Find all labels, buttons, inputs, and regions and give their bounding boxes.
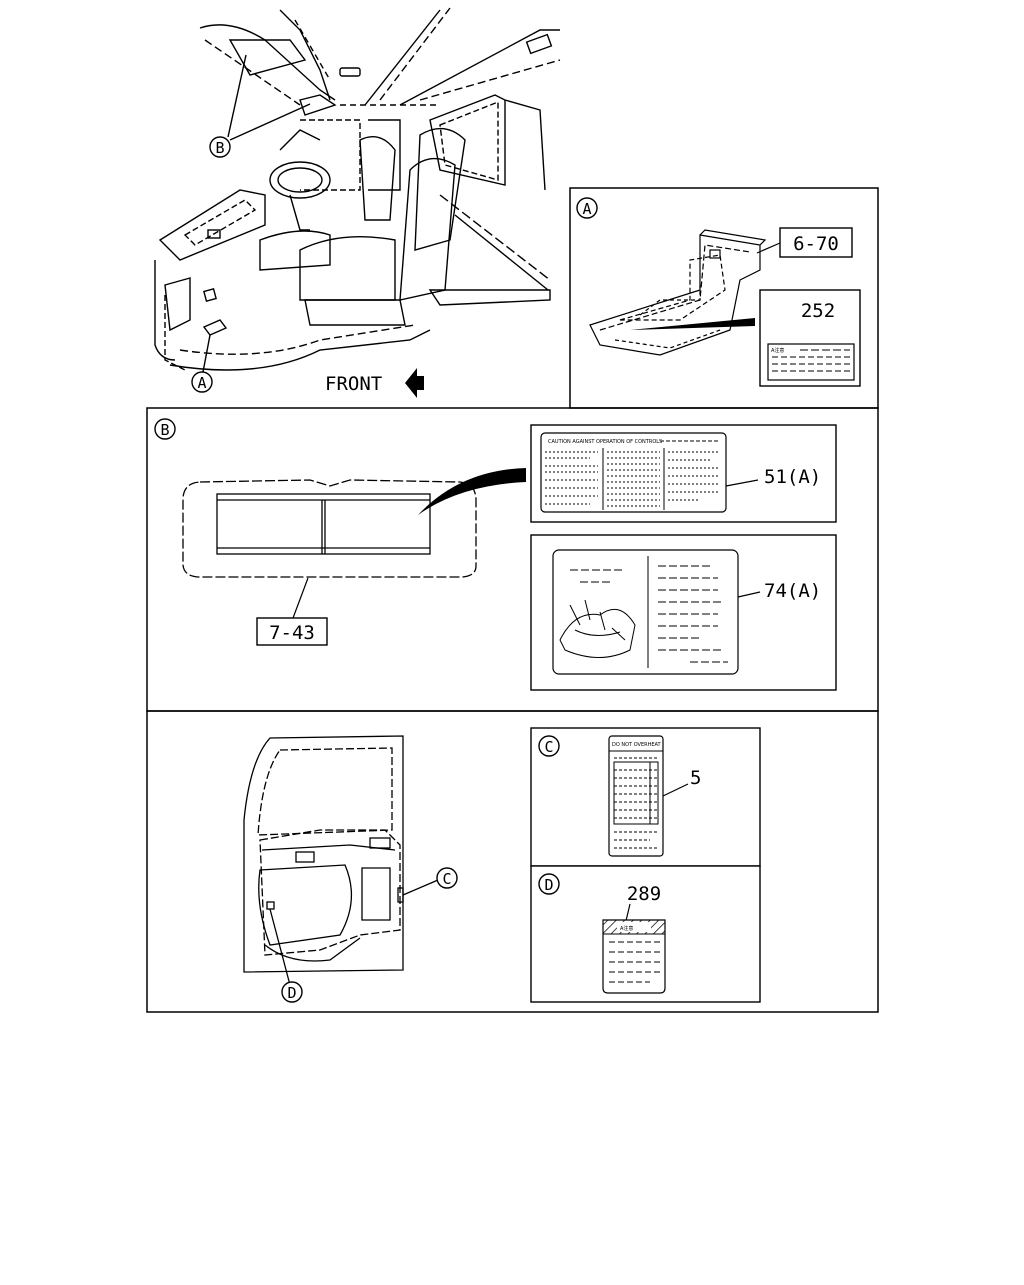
callout-b-label: B [215,139,224,157]
sticker-51 [540,432,727,513]
part-51-label: 51(A) [764,466,821,488]
callout-c-door: C [436,867,458,889]
front-arrow-icon [405,368,424,398]
callout-a-label: A [197,374,206,392]
cab-interior-drawing [154,7,561,373]
sticker-289-header: A注意 [620,925,633,932]
callout-d-label: D [287,984,296,1002]
sticker-289 [602,919,666,994]
visor-label-pointer [418,468,526,515]
part-6-70-label: 6-70 [793,233,839,255]
sticker-51-title: CAUTION AGAINST OPERATION OF CONTROLS [548,439,662,445]
panel-a-callout: A [582,200,591,218]
sticker-74 [552,549,739,675]
part-289-label: 289 [627,883,661,905]
panel-d-callout: D [544,876,553,894]
sticker-252-header: A注意 [771,347,784,354]
panel-borders [146,187,879,1013]
callout-d-door: D [281,981,303,1003]
callout-c-label: C [442,870,451,888]
part-252-label: 252 [801,300,835,322]
sticker-5 [608,735,664,857]
callout-b-cab: B [209,136,231,158]
panel-a: A 6-70 252 A注意 [576,197,861,387]
sun-visor-drawing [182,479,477,578]
front-label: FRONT [325,373,382,395]
panel-c: C DO NOT OVERHEAT 5 [530,727,761,867]
floor-mat-drawing [589,229,767,356]
callout-a-cab: A [191,371,213,393]
part-box-6-70 [779,227,853,258]
mat-label-pointer [630,318,755,330]
panel-b-callout: B [160,421,169,439]
part-box-7-43 [256,617,328,646]
part-74-label: 74(A) [764,580,821,602]
door-drawing [243,735,439,986]
panel-b: B 7-43 CAUTION AGAINST OPERATION OF CONT… [154,418,837,691]
part-7-43-label: 7-43 [269,622,315,644]
panel-d: D 289 A注意 [530,865,761,1003]
panel-c-callout: C [544,738,553,756]
part-5-label: 5 [690,767,701,789]
sticker-5-title: DO NOT OVERHEAT [612,742,662,748]
